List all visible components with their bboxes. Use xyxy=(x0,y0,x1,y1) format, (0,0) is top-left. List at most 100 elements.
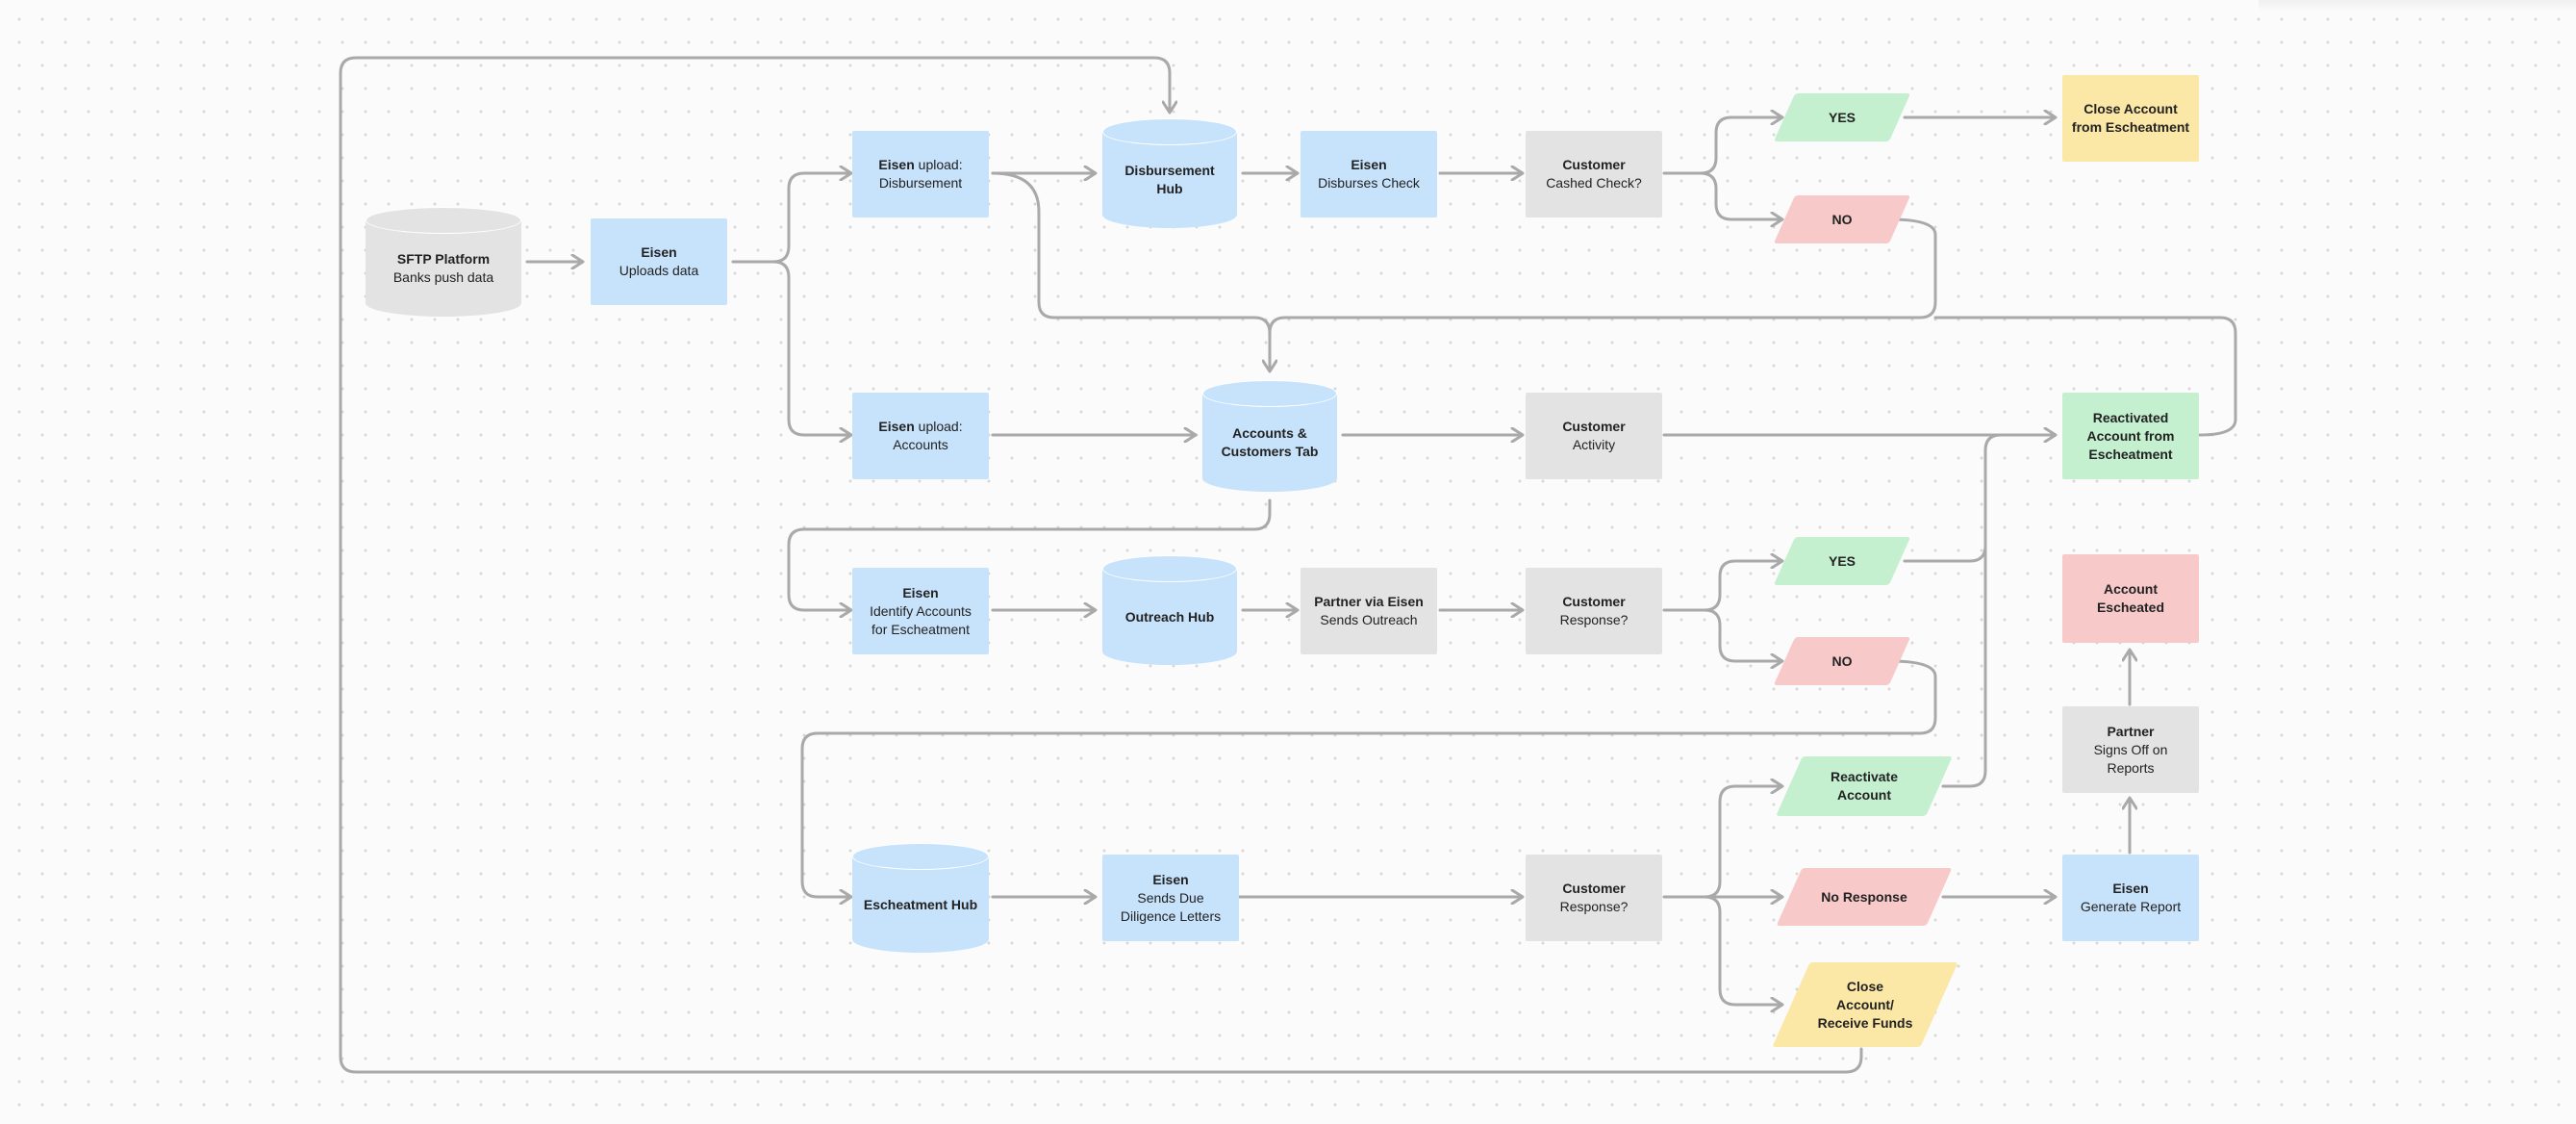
due-dil-line2: Sends Due xyxy=(1137,889,1204,906)
reactivated-line1: Reactivated xyxy=(2092,409,2169,425)
esch-hub-title: Escheatment Hub xyxy=(863,896,978,912)
partner-signs-off-box[interactable]: Partner Signs Off on Reports xyxy=(2062,706,2199,793)
reactivate-account-decision[interactable]: Reactivate Account xyxy=(1789,756,1939,816)
close-funds-line1: Close xyxy=(1846,978,1884,994)
edge-no2-esch-hub xyxy=(800,659,1937,897)
escheated-line1: Account xyxy=(2103,581,2158,597)
yes-decision-cashed[interactable]: YES xyxy=(1784,93,1900,141)
outreach-hub-database[interactable]: Outreach Hub xyxy=(1102,555,1237,665)
edge-reactivate-reactivated xyxy=(1941,448,1987,788)
edge-response1-yes xyxy=(1703,561,1781,612)
eisen-uploads-data-box[interactable]: Eisen Uploads data xyxy=(591,218,727,305)
gen-report-title: Eisen xyxy=(2112,881,2149,896)
toolbar-shadow xyxy=(2259,0,2576,12)
edge-split-upload-disb xyxy=(771,173,850,264)
close-esch-line2: from Escheatment xyxy=(2071,119,2190,135)
edge-cashed-no xyxy=(1699,171,1781,219)
edge-cashed-yes xyxy=(1699,117,1781,175)
edge-acc-tab-identify xyxy=(787,498,1272,610)
close-esch-line1: Close Account xyxy=(2084,101,2178,116)
yes2-label: YES xyxy=(1828,552,1856,569)
upload-acc-suffix: upload: xyxy=(914,419,963,434)
sftp-title: SFTP Platform xyxy=(396,251,491,267)
close-funds-line3: Receive Funds xyxy=(1817,1014,1913,1031)
partner-out-subtitle: Sends Outreach xyxy=(1320,612,1418,627)
partner-sign-line3: Reports xyxy=(2107,759,2155,776)
escheated-line2: Escheated xyxy=(2096,600,2165,615)
reactivated-account-box[interactable]: Reactivated Account from Escheatment xyxy=(2062,393,2199,479)
upload-acc-title: Eisen xyxy=(878,419,915,434)
partner-sign-line2: Signs Off on xyxy=(2093,741,2168,757)
customer-response-outreach-box[interactable]: Customer Response? xyxy=(1526,568,1662,654)
acc-tab-title-line2: Customers Tab xyxy=(1221,444,1319,459)
edge-no1-acc-tab xyxy=(1268,217,1937,335)
customer-response-escheatment-box[interactable]: Customer Response? xyxy=(1526,855,1662,941)
close-account-receive-funds-decision[interactable]: Close Account/ Receive Funds xyxy=(1791,962,1939,1047)
disbursement-hub-database[interactable]: Disbursement Hub xyxy=(1102,118,1237,228)
response1-subtitle: Response? xyxy=(1559,612,1629,627)
reactivate-line2: Account xyxy=(1836,787,1891,803)
uploads-title: Eisen xyxy=(641,244,677,260)
gen-report-subtitle: Generate Report xyxy=(2080,899,2182,914)
eisen-upload-disbursement-box[interactable]: Eisen upload: Disbursement xyxy=(852,131,989,217)
sftp-subtitle: Banks push data xyxy=(392,269,494,285)
identify-title: Eisen xyxy=(902,584,939,600)
eisen-disburses-check-box[interactable]: Eisen Disburses Check xyxy=(1301,131,1437,217)
cashed-title: Customer xyxy=(1562,157,1626,172)
edge-reactivated-loop xyxy=(1933,316,2237,437)
due-dil-line3: Diligence Letters xyxy=(1120,907,1222,924)
escheatment-hub-database[interactable]: Escheatment Hub xyxy=(852,843,989,953)
customer-cashed-check-box[interactable]: Customer Cashed Check? xyxy=(1526,131,1662,217)
eisen-upload-accounts-box[interactable]: Eisen upload: Accounts xyxy=(852,393,989,479)
yes-decision-outreach[interactable]: YES xyxy=(1784,537,1900,585)
no2-label: NO xyxy=(1831,652,1853,669)
no-decision-outreach[interactable]: NO xyxy=(1784,637,1900,685)
partner-sign-title: Partner xyxy=(2107,723,2155,739)
yes1-label: YES xyxy=(1828,109,1856,125)
customer-activity-box[interactable]: Customer Activity xyxy=(1526,393,1662,479)
edge-close-funds-disb-hub xyxy=(339,56,1863,1074)
eisen-identify-accounts-box[interactable]: Eisen Identify Accounts for Escheatment xyxy=(852,568,989,654)
no-response-label: No Response xyxy=(1821,888,1907,905)
eisen-due-diligence-box[interactable]: Eisen Sends Due Diligence Letters xyxy=(1102,855,1239,941)
disburses-title: Eisen xyxy=(1351,157,1387,172)
activity-subtitle: Activity xyxy=(1572,437,1616,452)
reactivated-line2: Account from xyxy=(2086,427,2175,444)
sftp-platform-database[interactable]: SFTP Platform Banks push data xyxy=(366,207,521,317)
no1-label: NO xyxy=(1831,211,1853,227)
response2-title: Customer xyxy=(1562,881,1626,896)
accounts-customers-tab-database[interactable]: Accounts & Customers Tab xyxy=(1202,380,1337,492)
upload-acc-subtitle: Accounts xyxy=(893,437,948,452)
due-dil-title: Eisen xyxy=(1152,871,1189,887)
cashed-subtitle: Cashed Check? xyxy=(1546,175,1642,191)
upload-disb-suffix: upload: xyxy=(914,157,963,172)
no-response-decision[interactable]: No Response xyxy=(1789,868,1939,926)
response2-subtitle: Response? xyxy=(1559,899,1629,914)
partner-sends-outreach-box[interactable]: Partner via Eisen Sends Outreach xyxy=(1301,568,1437,654)
identify-line2: Identify Accounts xyxy=(870,602,972,619)
acc-tab-title-line1: Accounts & xyxy=(1232,425,1307,441)
reactivate-line1: Reactivate xyxy=(1830,769,1899,784)
identify-line3: for Escheatment xyxy=(871,621,970,637)
no-decision-cashed[interactable]: NO xyxy=(1784,195,1900,243)
partner-out-title: Partner via Eisen xyxy=(1314,594,1424,609)
account-escheated-box[interactable]: Account Escheated xyxy=(2062,554,2199,643)
activity-title: Customer xyxy=(1562,419,1626,434)
edge-response1-no xyxy=(1703,608,1781,661)
edge-split-upload-acc xyxy=(771,260,850,435)
disburses-subtitle: Disburses Check xyxy=(1318,175,1420,191)
outreach-hub-title: Outreach Hub xyxy=(1124,608,1215,625)
upload-disb-title: Eisen xyxy=(878,157,915,172)
edge-response2-reactivate xyxy=(1703,786,1781,899)
disb-hub-title: Disbursement Hub xyxy=(1124,163,1215,196)
edge-upload-disb-acc-tab xyxy=(991,171,1270,370)
reactivated-line3: Escheatment xyxy=(2088,446,2173,462)
edge-response2-close xyxy=(1703,895,1781,1005)
eisen-generate-report-box[interactable]: Eisen Generate Report xyxy=(2062,855,2199,941)
close-funds-line2: Account/ xyxy=(1836,996,1894,1012)
close-account-from-escheatment-box[interactable]: Close Account from Escheatment xyxy=(2062,75,2199,162)
response1-title: Customer xyxy=(1562,594,1626,609)
upload-disb-subtitle: Disbursement xyxy=(878,175,963,191)
